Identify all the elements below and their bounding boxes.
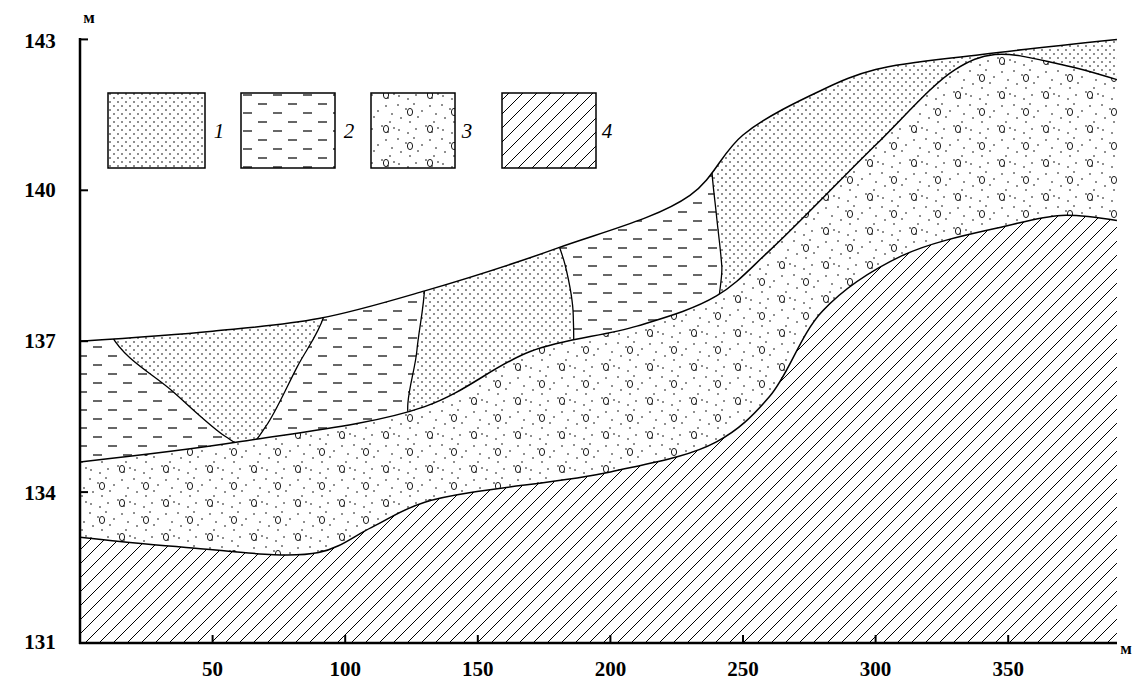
x-tick-label: 100	[329, 659, 361, 680]
y-tick-label: 143	[24, 31, 56, 52]
y-tick-label: 137	[24, 331, 56, 352]
x-tick-label: 300	[860, 659, 892, 680]
tick	[80, 38, 88, 40]
loam-layer	[80, 39, 1117, 462]
legend-swatch	[241, 93, 335, 168]
y-tick-label: 134	[24, 483, 56, 504]
legend-number: 3	[462, 121, 473, 142]
tick	[344, 635, 346, 643]
x-axis	[79, 642, 1117, 645]
tick	[212, 635, 214, 643]
y-tick-label: 131	[24, 632, 56, 653]
sand-lens	[408, 178, 574, 462]
x-tick-label: 200	[595, 659, 627, 680]
tick	[609, 635, 611, 643]
legend-number: 2	[344, 121, 355, 142]
x-tick-label: 50	[202, 659, 223, 680]
tick	[80, 340, 88, 342]
y-tick-label: 140	[24, 180, 56, 201]
x-tick-label: 250	[727, 659, 759, 680]
tick	[80, 491, 88, 493]
axis-unit: м	[1120, 640, 1132, 657]
tick	[80, 189, 88, 191]
x-tick-label: 150	[462, 659, 494, 680]
tick	[875, 635, 877, 643]
layer-boundary	[80, 215, 1117, 555]
tick	[1007, 635, 1009, 643]
ground-surface	[80, 39, 1117, 341]
legend-swatch	[108, 93, 205, 168]
legend-swatch	[502, 93, 596, 168]
tick	[477, 635, 479, 643]
sand-lens	[87, 218, 340, 447]
legend-swatch	[371, 93, 455, 168]
sand-lens	[700, 0, 1137, 336]
x-tick-label: 350	[992, 659, 1024, 680]
legend-number: 4	[602, 121, 613, 142]
axis-unit: м	[83, 9, 95, 26]
tick	[742, 635, 744, 643]
layer-boundary	[80, 54, 1117, 462]
legend-number: 1	[214, 121, 225, 142]
